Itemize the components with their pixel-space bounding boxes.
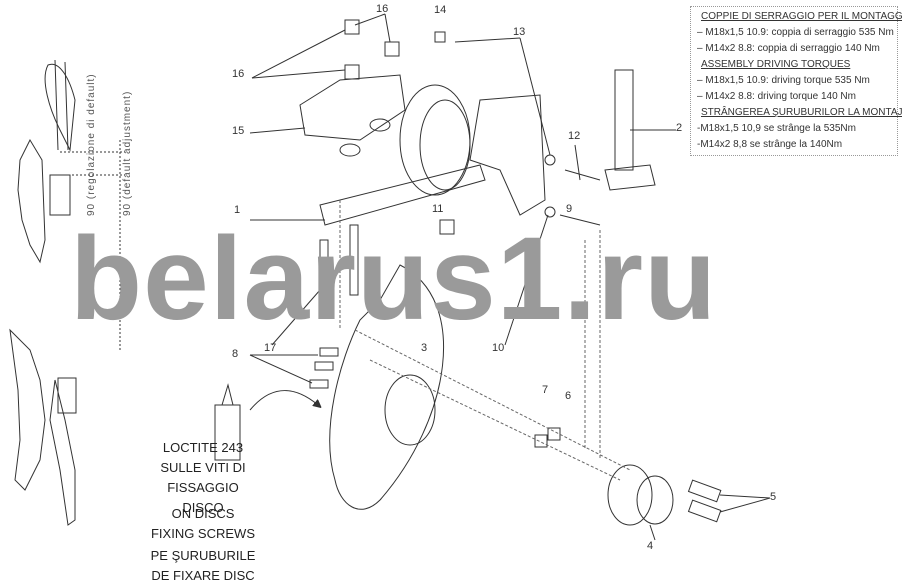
callout-16: 16: [376, 3, 389, 15]
torque-line: – M18x1,5 10.9: coppia di serraggio 535 …: [697, 27, 894, 38]
torque-line: – M14x2 8.8: coppia di serraggio 140 Nm: [697, 43, 880, 54]
torque-line: – M18x1,5 10.9: driving torque 535 Nm: [697, 75, 870, 86]
callout-5: 5: [770, 491, 777, 503]
torque-specs-box: COPPIE DI SERRAGGIO PER IL MONTAGGIO: – …: [690, 6, 902, 156]
callout-16b: 16: [232, 68, 245, 80]
assembly-lines: [339, 200, 631, 481]
loctite-note-it: LOCTITE 243 SULLE VITI DI FISSAGGIO DISC…: [148, 438, 258, 518]
disc-3: [329, 264, 445, 510]
bracket-15: [299, 74, 406, 157]
callout-17: 17: [264, 342, 277, 354]
note-line: FISSAGGIO DISCO: [167, 480, 239, 515]
screws-8: [309, 347, 339, 389]
callout-13: 13: [513, 26, 526, 38]
shank-2: [604, 69, 656, 191]
loctite-note-en: ON DISCS FIXING SCREWS: [148, 504, 258, 544]
note-line: LOCTITE 243: [162, 440, 244, 455]
callout-2: 2: [676, 122, 683, 134]
torque-heading-en: ASSEMBLY DRIVING TORQUES: [701, 59, 851, 70]
callout-9: 9: [566, 203, 573, 215]
callout-1: 1: [234, 204, 241, 216]
leader-lines: [249, 13, 771, 541]
callout-6: 6: [565, 390, 572, 402]
loctite-note-ro: PE ŞURUBURILE DE FIXARE DISC: [148, 546, 258, 581]
callout-12: 12: [568, 130, 581, 142]
note-line: DE FIXARE DISC: [151, 568, 255, 581]
side-view-top: [17, 59, 125, 350]
bolts: [319, 169, 601, 301]
callout-7: 7: [542, 384, 549, 396]
callout-8: 8: [232, 348, 239, 360]
note-line: FIXING SCREWS: [150, 526, 255, 541]
note-line: PE ŞURUBURILE: [150, 548, 256, 563]
torque-line: -M14x2 8,8 se strânge la 140Nm: [697, 139, 843, 150]
torque-line: – M14x2 8.8: driving torque 140 Nm: [697, 91, 856, 102]
spring-coil: [399, 84, 471, 196]
callout-11: 11: [432, 203, 444, 215]
note-line: SULLE VITI DI: [160, 460, 246, 475]
watermark: belarus1.ru: [70, 213, 718, 345]
callout-4: 4: [647, 540, 654, 552]
adjustment-label-it: 90 (regolazione di default): [86, 73, 97, 216]
arm-1: [319, 94, 546, 226]
callout-14: 14: [434, 4, 447, 16]
callout-3: 3: [421, 342, 428, 354]
callout-15: 15: [232, 125, 245, 137]
hub-4: [607, 464, 722, 526]
loctite-bottle: [214, 383, 318, 461]
callout-10: 10: [492, 342, 505, 354]
note-line: ON DISCS: [171, 506, 235, 521]
adjustment-label-en: 90 (default adjustment): [122, 90, 133, 216]
torque-line: -M18x1,5 10,9 se strânge la 535Nm: [697, 123, 856, 134]
nuts: [344, 19, 561, 448]
side-view-bottom: [9, 328, 77, 526]
torque-heading-it: COPPIE DI SERRAGGIO PER IL MONTAGGIO:: [701, 11, 902, 22]
torque-heading-ro: STRÂNGEREA ŞURUBURILOR LA MONTAJ: [701, 107, 902, 118]
